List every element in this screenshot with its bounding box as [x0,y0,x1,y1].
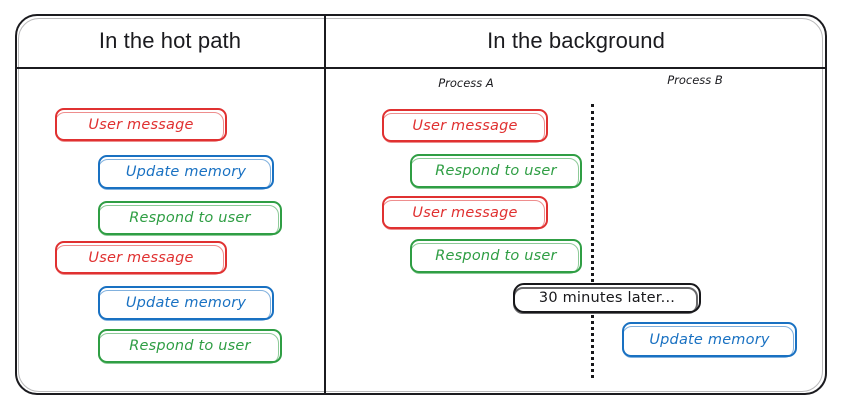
process-a-label: Process A [438,76,494,90]
hot-path-step-5-respond-to-user: Respond to user [97,329,282,364]
hot-path-step-3-user-message: User message [54,241,227,275]
step-label: 30 minutes later... [538,290,676,306]
background-step-3-respond-to-user: Respond to user [409,239,582,274]
step-label: User message [88,116,194,133]
diagram-outer-frame [15,14,827,395]
column-divider [324,16,326,394]
step-label: User message [412,117,518,134]
column-title-background: In the background [487,28,665,53]
column-title-hot-path: In the hot path [98,28,242,53]
background-step-2-user-message: User message [381,196,548,230]
step-label: User message [412,204,518,221]
hot-path-step-1-update-memory: Update memory [97,155,274,190]
step-label: Update memory [125,295,247,311]
step-label: Respond to user [129,210,251,226]
process-b-label: Process B [667,73,723,87]
hot-path-step-4-update-memory: Update memory [97,286,274,321]
background-step-1-respond-to-user: Respond to user [409,154,582,189]
hot-path-step-0-user-message: User message [54,108,227,142]
background-step-5-update-memory: Update memory [621,322,797,358]
header-divider [16,67,826,69]
hot-path-step-2-respond-to-user: Respond to user [97,201,282,236]
process-separator-dotted-line [591,104,594,378]
step-label: Respond to user [435,248,557,264]
step-label: Update memory [125,164,247,180]
step-label: Respond to user [129,338,251,354]
step-label: Respond to user [435,163,557,179]
background-step-4-30-minutes-later: 30 minutes later... [512,283,701,314]
background-step-0-user-message: User message [381,109,548,143]
step-label: Update memory [649,331,770,348]
step-label: User message [88,249,194,266]
